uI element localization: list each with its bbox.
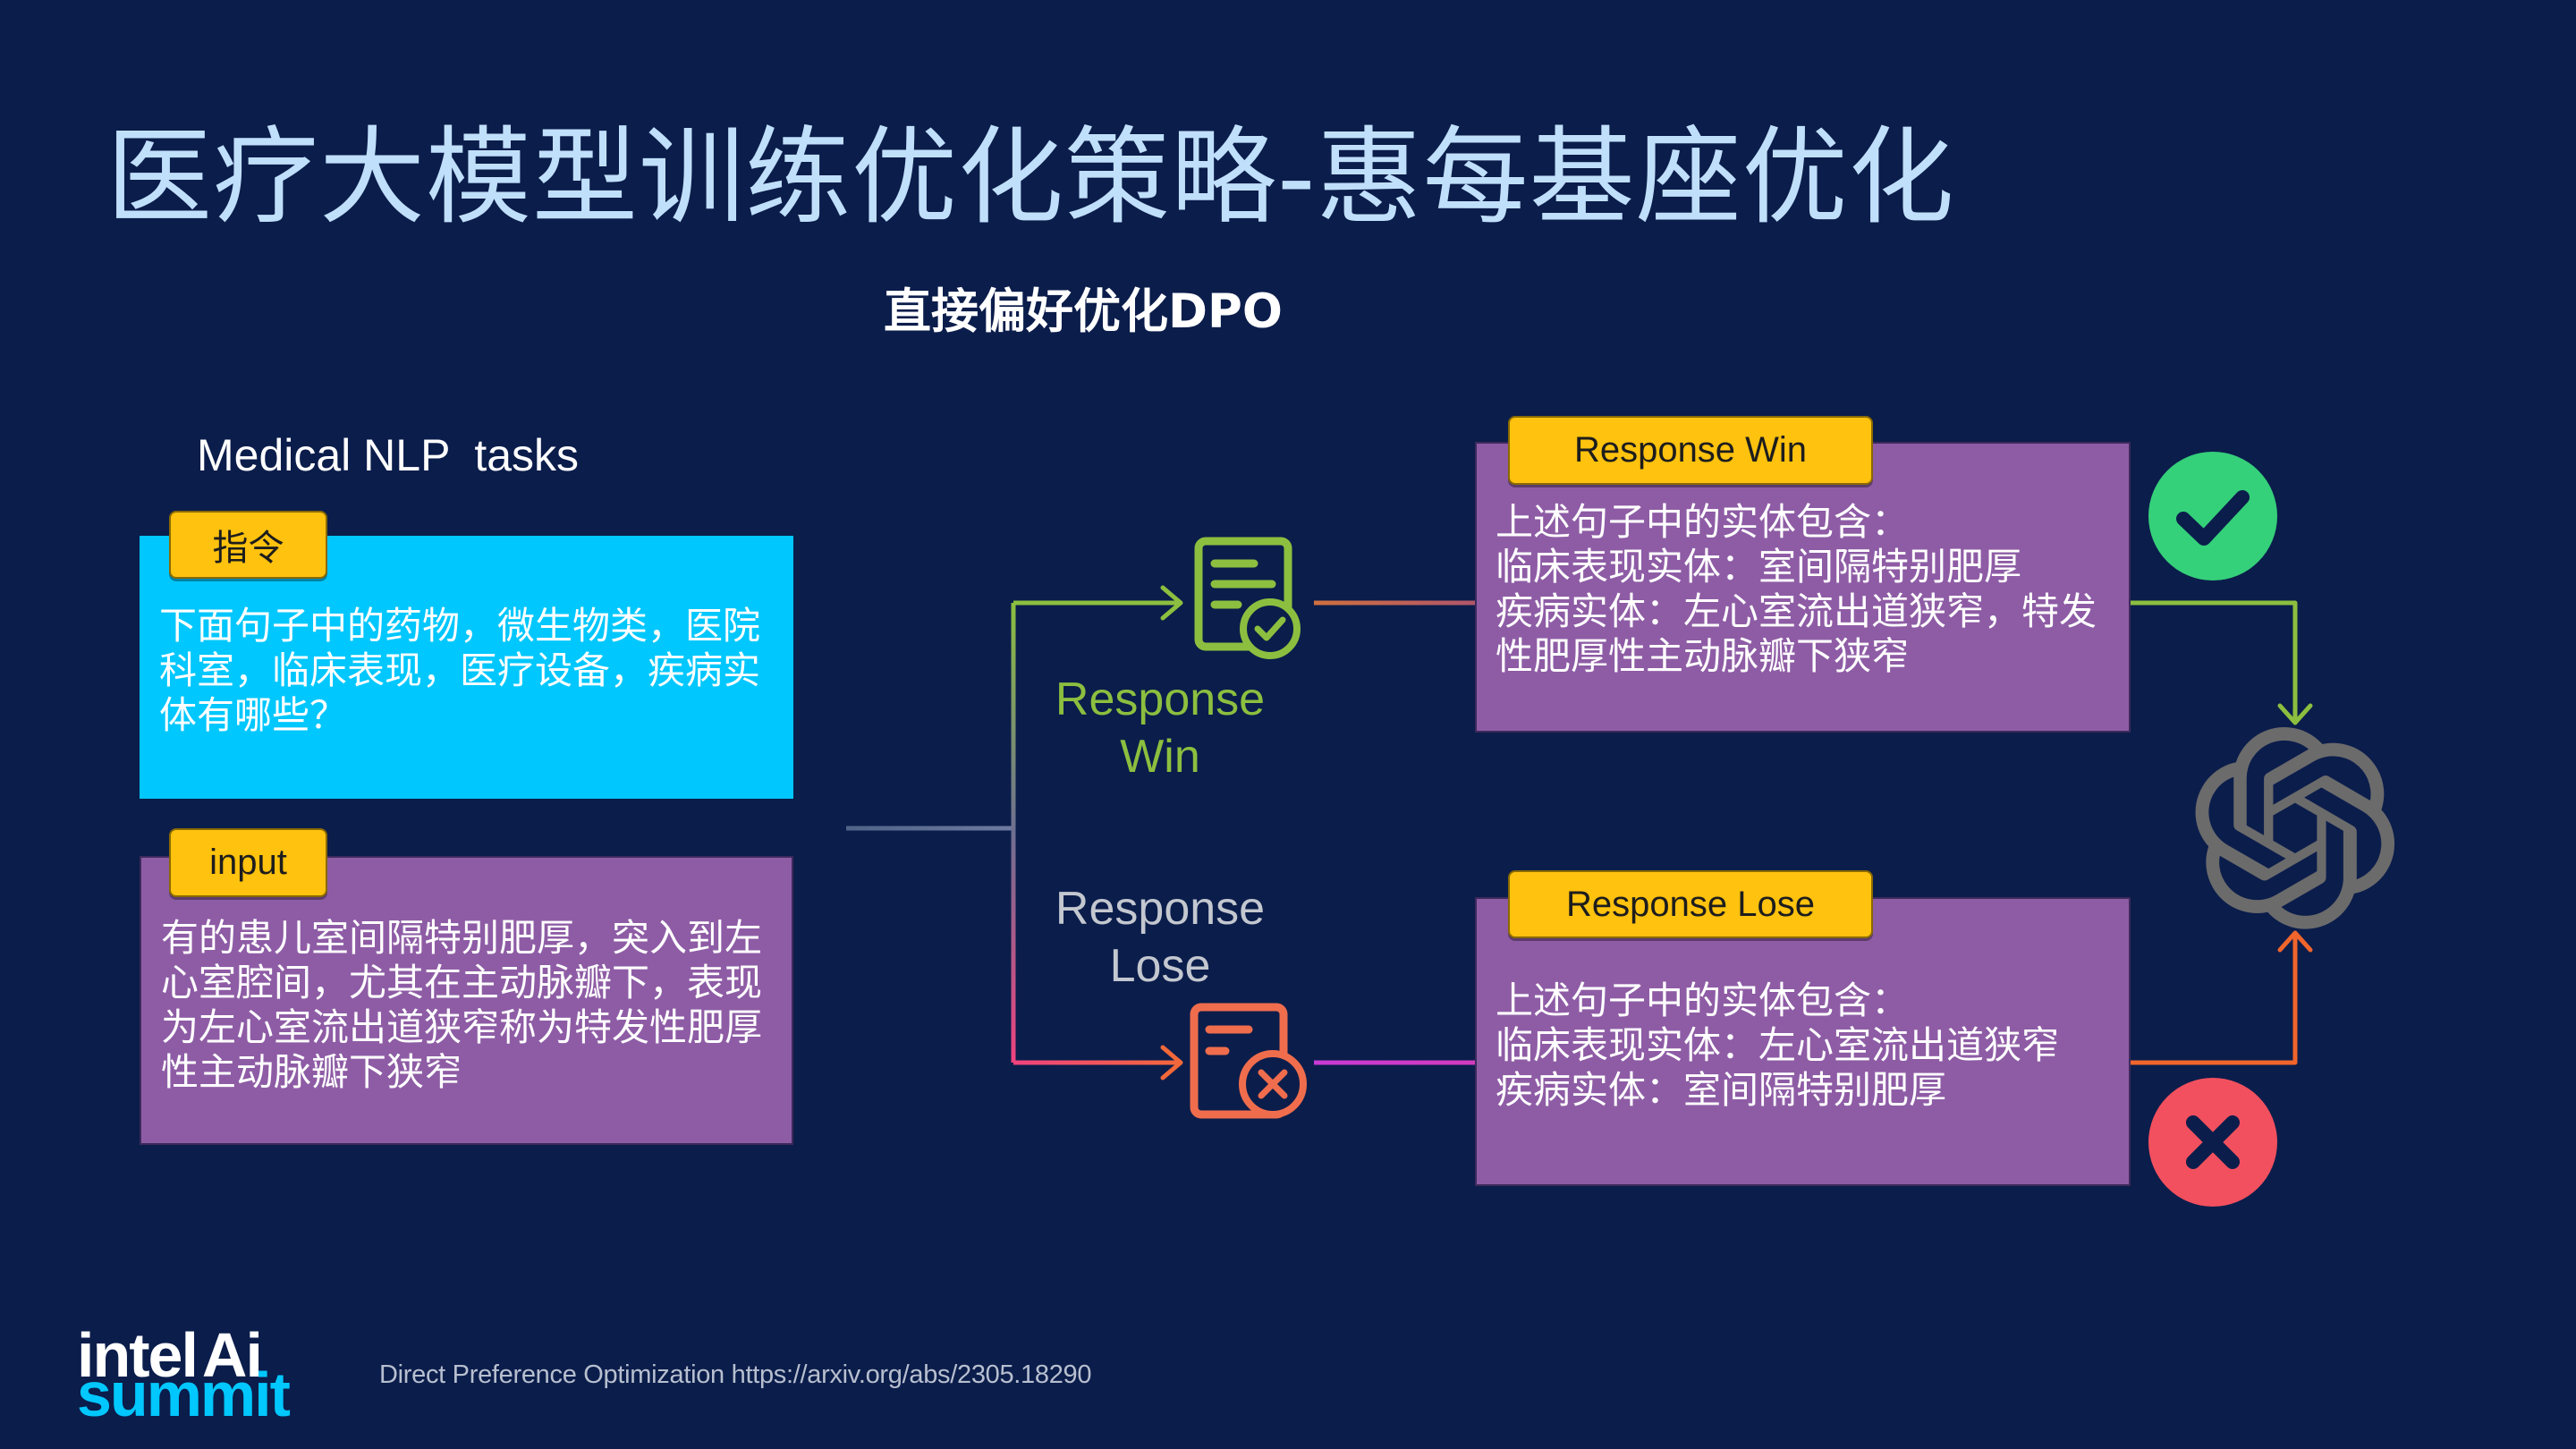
x-circle-icon xyxy=(2148,1078,2277,1207)
input-line: 性主动脉瓣下狭窄 xyxy=(161,1050,462,1094)
logo-brand: intel xyxy=(77,1320,199,1390)
response-lose-line: 疾病实体：室间隔特别肥厚 xyxy=(1496,1068,1947,1112)
input-tag: input xyxy=(169,828,327,897)
checkmark-circle-icon xyxy=(2148,452,2277,580)
instruction-tag: 指令 xyxy=(169,511,327,579)
logo-ai: Ai xyxy=(201,1320,263,1390)
logo-line-1: intelAi xyxy=(77,1324,289,1386)
lose-to-model-arrow xyxy=(2128,930,2313,1065)
response-lose-line: 临床表现实体：左心室流出道狭窄 xyxy=(1496,1023,2060,1067)
response-lose-text: 上述句子中的实体包含： 临床表现实体：左心室流出道狭窄 疾病实体：室间隔特别肥厚 xyxy=(1496,979,2059,1113)
input-line: 心室腔间，尤其在主动脉瓣下，表现 xyxy=(161,961,763,1004)
document-x-icon xyxy=(1190,1003,1307,1119)
lose-branch-arrow xyxy=(1013,1045,1183,1080)
instruction-box: 下面句子中的药物，微生物类，医院 科室，临床表现，医疗设备，疾病实 体有哪些？ xyxy=(140,536,793,799)
response-win-label-line: Win xyxy=(1120,731,1200,783)
reference-footnote: Direct Preference Optimization https://a… xyxy=(379,1360,1092,1389)
response-win-label: Response Win xyxy=(1035,671,1285,785)
response-win-box: 上述句子中的实体包含： 临床表现实体：室间隔特别肥厚 疾病实体：左心室流出道狭窄… xyxy=(1475,442,2131,733)
response-win-line: 临床表现实体：室间隔特别肥厚 xyxy=(1496,545,2022,589)
slide-title: 医疗大模型训练优化策略-惠每基座优化 xyxy=(106,115,1955,239)
input-line: 为左心室流出道狭窄称为特发性肥厚 xyxy=(161,1005,763,1049)
response-lose-tag: Response Lose xyxy=(1508,870,1873,938)
logo-event: summit xyxy=(77,1360,291,1429)
instruction-line: 体有哪些？ xyxy=(159,693,348,737)
response-lose-label-line: Lose xyxy=(1109,940,1211,992)
response-win-line: 上述句子中的实体包含： xyxy=(1496,500,1910,544)
instruction-text: 下面句子中的药物，微生物类，医院 科室，临床表现，医疗设备，疾病实 体有哪些？ xyxy=(159,604,760,738)
slide-subtitle: 直接偏好优化DPO xyxy=(884,284,1283,339)
input-text: 有的患儿室间隔特别肥厚，突入到左 心室腔间，尤其在主动脉瓣下，表现 为左心室流出… xyxy=(161,916,762,1095)
input-line: 有的患儿室间隔特别肥厚，突入到左 xyxy=(161,916,763,960)
response-win-tag: Response Win xyxy=(1508,416,1873,485)
response-lose-label-line: Response xyxy=(1055,883,1266,935)
response-win-line: 性肥厚性主动脉瓣下狭窄 xyxy=(1496,634,1910,678)
response-win-text: 上述句子中的实体包含： 临床表现实体：室间隔特别肥厚 疾病实体：左心室流出道狭窄… xyxy=(1496,500,2097,679)
response-lose-label: Response Lose xyxy=(1035,880,1285,995)
response-lose-line: 上述句子中的实体包含： xyxy=(1496,979,1910,1022)
instruction-line: 下面句子中的药物，微生物类，医院 xyxy=(159,604,761,648)
openai-logo-icon xyxy=(2195,727,2395,929)
response-win-label-line: Response xyxy=(1055,674,1266,725)
win-to-model-arrow xyxy=(2128,600,2313,725)
response-lose-box: 上述句子中的实体包含： 临床表现实体：左心室流出道狭窄 疾病实体：室间隔特别肥厚 xyxy=(1475,897,2131,1186)
response-win-line: 疾病实体：左心室流出道狭窄，特发 xyxy=(1496,589,2097,633)
instruction-line: 科室，临床表现，医疗设备，疾病实 xyxy=(159,648,761,692)
input-box: 有的患儿室间隔特别肥厚，突入到左 心室腔间，尤其在主动脉瓣下，表现 为左心室流出… xyxy=(140,856,793,1145)
intel-ai-summit-logo: intelAi summit xyxy=(77,1324,291,1429)
section-label: Medical NLP tasks xyxy=(197,430,580,480)
document-check-icon xyxy=(1194,537,1301,659)
win-branch-arrow xyxy=(1013,585,1183,621)
